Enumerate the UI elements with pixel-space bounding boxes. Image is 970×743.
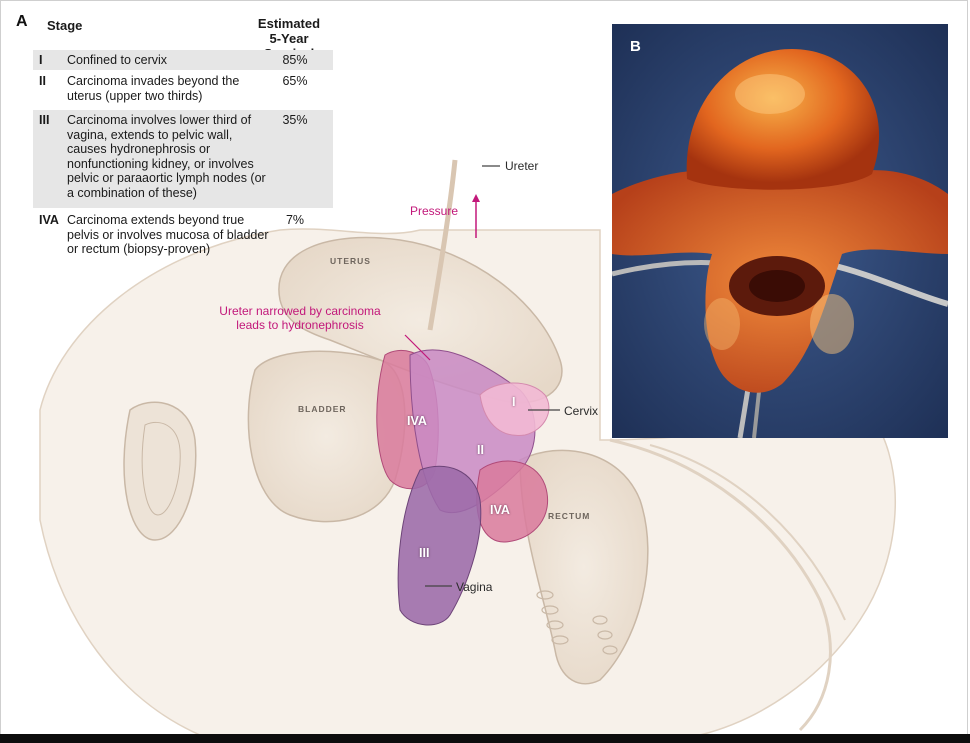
survival-cell: 7% xyxy=(285,213,305,227)
uterus-shape xyxy=(278,236,563,404)
bottom-bar xyxy=(0,734,970,743)
pubic-bone xyxy=(123,401,197,541)
stage-cell: I xyxy=(39,53,43,67)
description-cell: Carcinoma extends beyond true pelvis or … xyxy=(67,213,269,256)
table-row: I Confined to cervix 85% xyxy=(33,50,333,70)
table-row: III Carcinoma involves lower third of va… xyxy=(33,110,333,208)
table-row: IVA Carcinoma extends beyond true pelvis… xyxy=(33,210,333,276)
description-cell: Confined to cervix xyxy=(67,53,168,67)
description-cell: Carcinoma involves lower third of vagina… xyxy=(67,113,266,200)
stage-iii-label: III xyxy=(419,546,430,560)
description-cell: Carcinoma invades beyond the uterus (upp… xyxy=(67,74,240,103)
ureter-path xyxy=(427,159,458,331)
header-stage: Stage xyxy=(47,18,83,33)
rectum-label: RECTUM xyxy=(548,511,591,521)
surgical-specimen-photo: B xyxy=(612,24,948,438)
uterus-label: UTERUS xyxy=(330,256,371,266)
ureter-label: Ureter xyxy=(505,159,539,173)
stage-ii-label: II xyxy=(477,443,484,457)
panel-b-label: B xyxy=(630,38,641,55)
panel-a-label: A xyxy=(16,13,28,30)
pressure-label: Pressure xyxy=(410,204,459,218)
survival-cell: 85% xyxy=(282,53,308,67)
survival-cell: 35% xyxy=(282,113,308,127)
stage-i-region xyxy=(479,382,550,437)
stage-cell: III xyxy=(39,113,50,127)
survival-cell: 65% xyxy=(282,74,308,88)
stage-iva-rectum-label: IVA xyxy=(490,503,510,517)
stage-iva-rectum-region xyxy=(476,460,549,543)
cervix-label: Cervix xyxy=(564,404,599,418)
hydronephrosis-callout: Ureter narrowed by carcinoma leads to hy… xyxy=(219,304,381,332)
stage-i-label: I xyxy=(512,395,516,409)
stage-cell: IVA xyxy=(39,213,59,227)
table-row: II Carcinoma invades beyond the uterus (… xyxy=(33,71,333,109)
bladder-label: BLADDER xyxy=(298,404,347,414)
specimen-image xyxy=(612,24,948,438)
rectum-shape xyxy=(519,449,649,685)
stage-iva-bladder-label: IVA xyxy=(407,414,427,428)
vagina-label: Vagina xyxy=(456,580,493,594)
stage-cell: II xyxy=(39,74,46,88)
stage-iii-region xyxy=(397,465,482,626)
